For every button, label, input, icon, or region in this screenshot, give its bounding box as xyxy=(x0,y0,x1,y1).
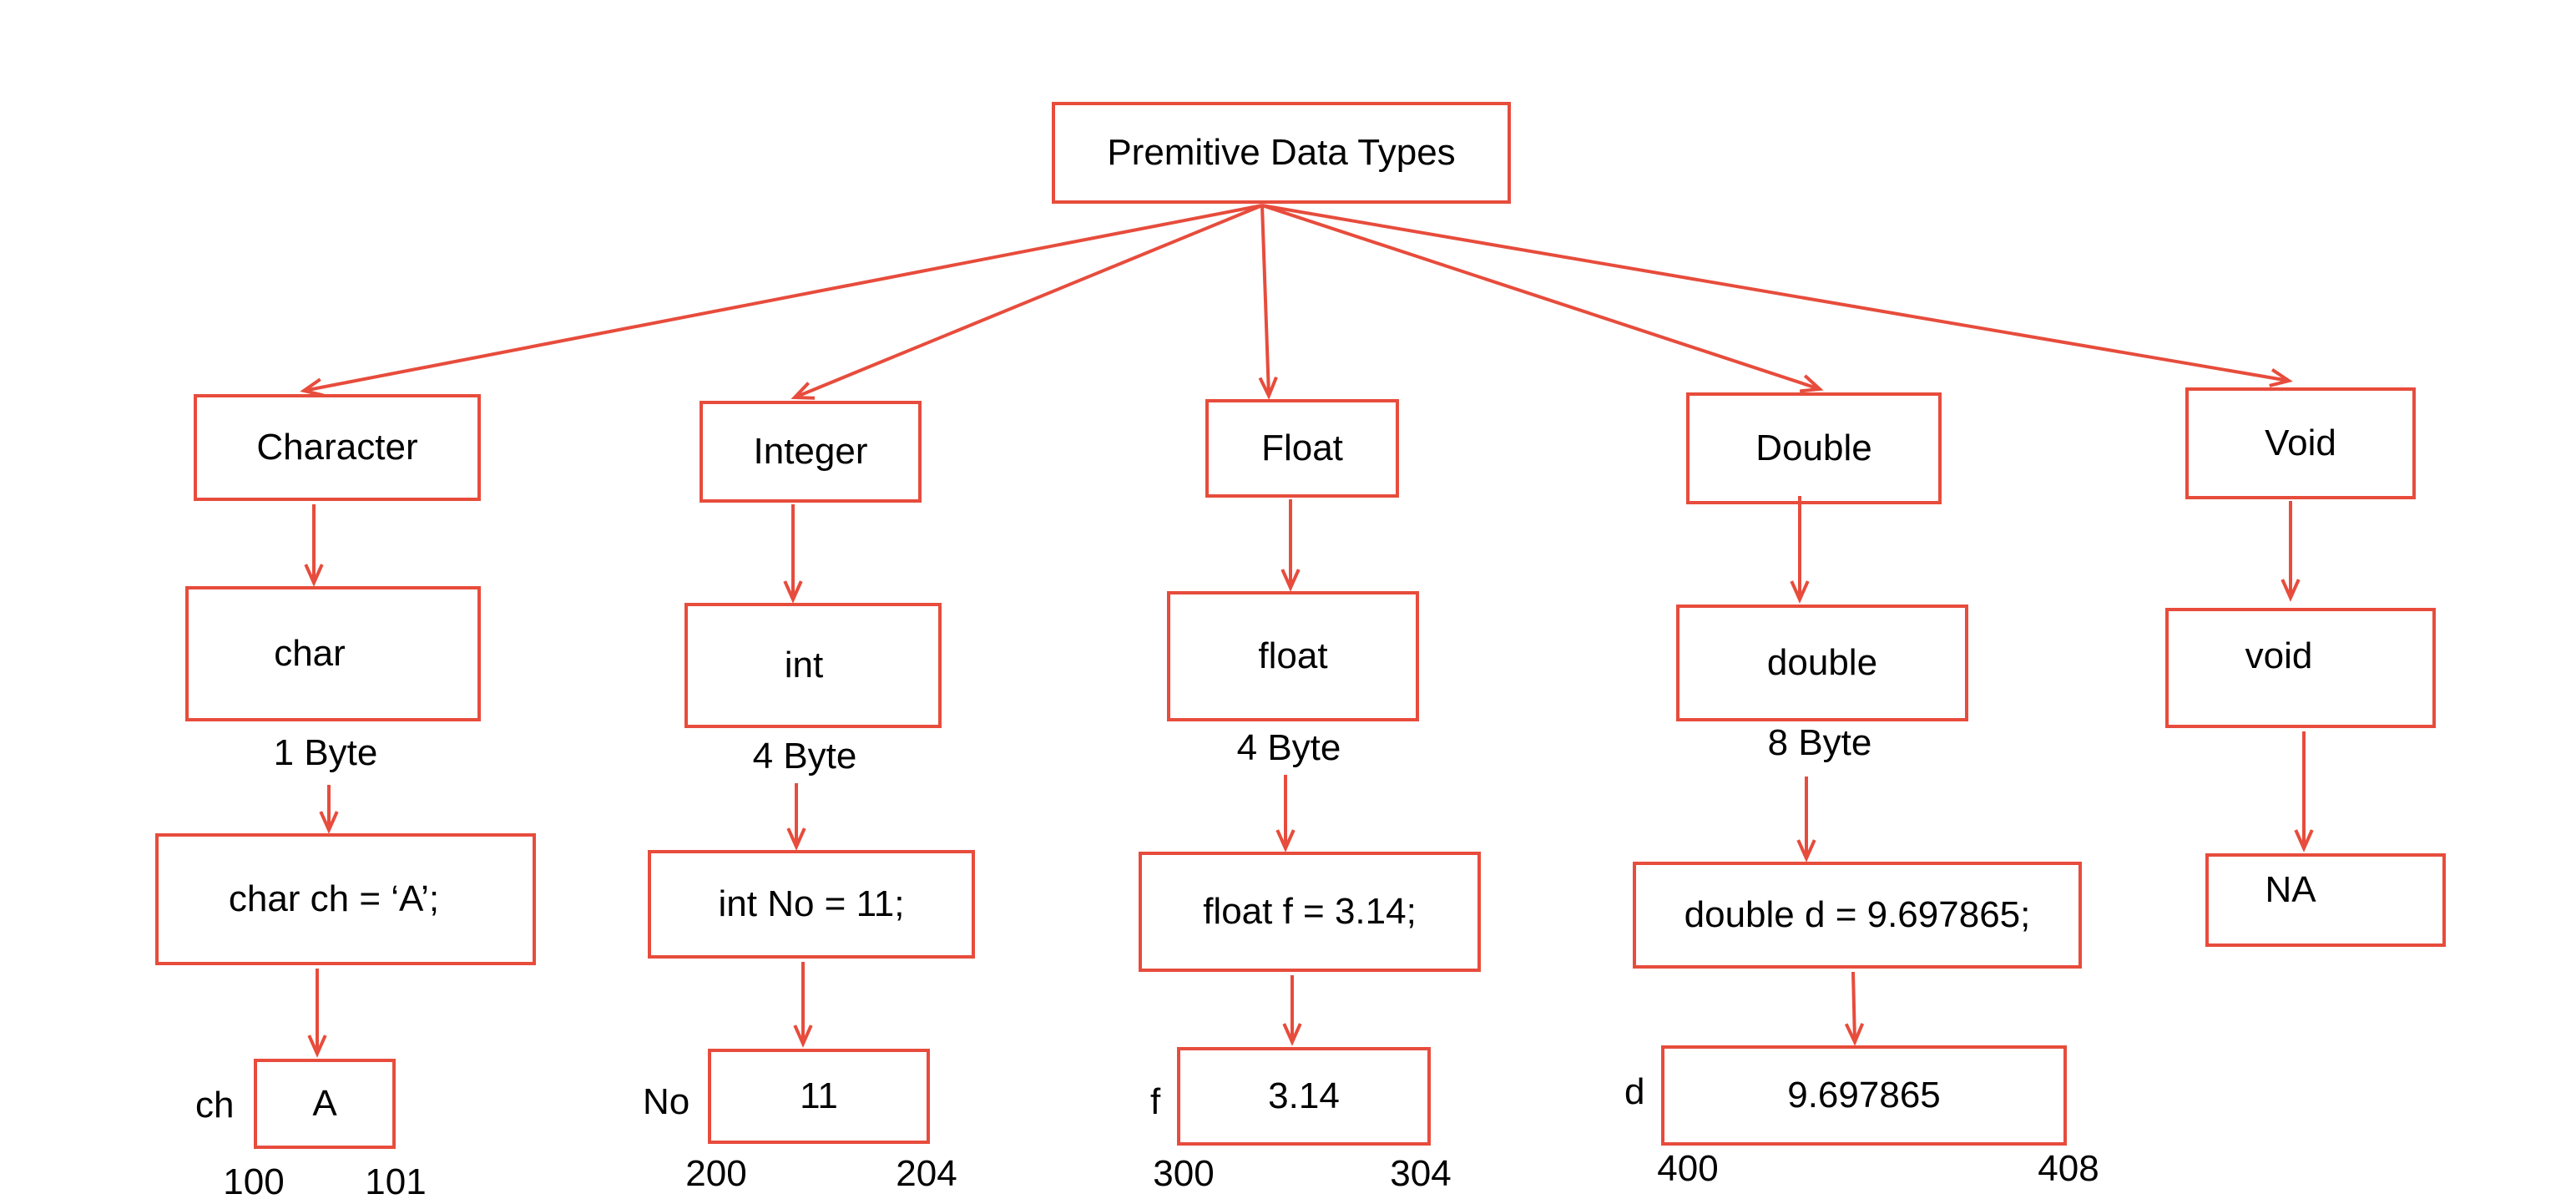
arrow-declaration-to-d xyxy=(1844,971,1865,1046)
variable-name-no: No xyxy=(643,1081,690,1122)
size-label-char: 1 Byte xyxy=(273,732,378,773)
address-start-no: 200 xyxy=(685,1153,747,1194)
declaration-node-double: double d = 9.697865; xyxy=(1633,862,2082,969)
variable-name-f: f xyxy=(1150,1081,1161,1122)
memory-cell-d: 9.697865 xyxy=(1661,1045,2067,1146)
arrow-char-to-declaration xyxy=(319,785,339,834)
size-label-double: 8 Byte xyxy=(1767,722,1872,763)
arrow-void-kw-to-na xyxy=(2294,731,2314,852)
keyword-node-void: void xyxy=(2165,608,2436,728)
address-start-d: 400 xyxy=(1657,1148,1719,1189)
category-node-void: Void xyxy=(2185,387,2416,499)
arrow-root-to-double xyxy=(1261,204,1824,393)
category-node-float: Float xyxy=(1205,399,1399,498)
arrow-character-to-char xyxy=(304,504,324,587)
variable-name-ch: ch xyxy=(195,1085,235,1126)
declaration-node-char: char ch = ‘A’; xyxy=(155,833,536,965)
category-node-integer: Integer xyxy=(700,401,922,503)
address-start-ch: 100 xyxy=(223,1161,285,1199)
arrow-root-to-void xyxy=(1261,204,2293,387)
address-start-f: 300 xyxy=(1153,1153,1215,1194)
arrow-float-to-declaration xyxy=(1275,775,1296,852)
root-node: Premitive Data Types xyxy=(1052,102,1511,204)
address-end-ch: 101 xyxy=(365,1161,427,1199)
memory-cell-ch: A xyxy=(254,1059,396,1149)
declaration-node-float: float f = 3.14; xyxy=(1139,852,1481,972)
result-node-void: NA xyxy=(2205,853,2446,947)
keyword-node-char: char xyxy=(185,586,481,721)
arrow-int-to-declaration xyxy=(786,783,806,851)
keyword-node-float: float xyxy=(1167,591,1419,721)
memory-cell-no: 11 xyxy=(708,1049,930,1144)
arrow-declaration-to-f xyxy=(1282,975,1302,1046)
arrow-root-to-float xyxy=(1258,205,1278,400)
arrow-double-to-declaration xyxy=(1796,777,1816,863)
arrow-integer-to-int xyxy=(783,504,803,604)
memory-cell-f: 3.14 xyxy=(1177,1047,1431,1146)
keyword-node-double: double xyxy=(1676,605,1968,721)
size-label-int: 4 Byte xyxy=(752,736,857,777)
declaration-node-int: int No = 11; xyxy=(648,850,975,959)
address-end-d: 408 xyxy=(2038,1148,2099,1189)
address-end-no: 204 xyxy=(896,1153,957,1194)
arrow-root-to-character xyxy=(300,204,1263,397)
arrow-declaration-to-ch xyxy=(307,969,327,1058)
arrow-double-to-double-kw xyxy=(1790,496,1810,604)
variable-name-d: d xyxy=(1624,1071,1645,1112)
arrow-declaration-to-no xyxy=(793,962,813,1048)
arrow-float-to-float-kw xyxy=(1280,499,1301,592)
size-label-float: 4 Byte xyxy=(1236,727,1341,768)
category-node-double: Double xyxy=(1686,392,1942,504)
address-end-f: 304 xyxy=(1390,1153,1452,1194)
keyword-node-int: int xyxy=(684,603,942,728)
arrow-void-to-void-kw xyxy=(2281,501,2301,602)
category-node-character: Character xyxy=(194,394,481,501)
arrow-root-to-integer xyxy=(790,204,1263,400)
